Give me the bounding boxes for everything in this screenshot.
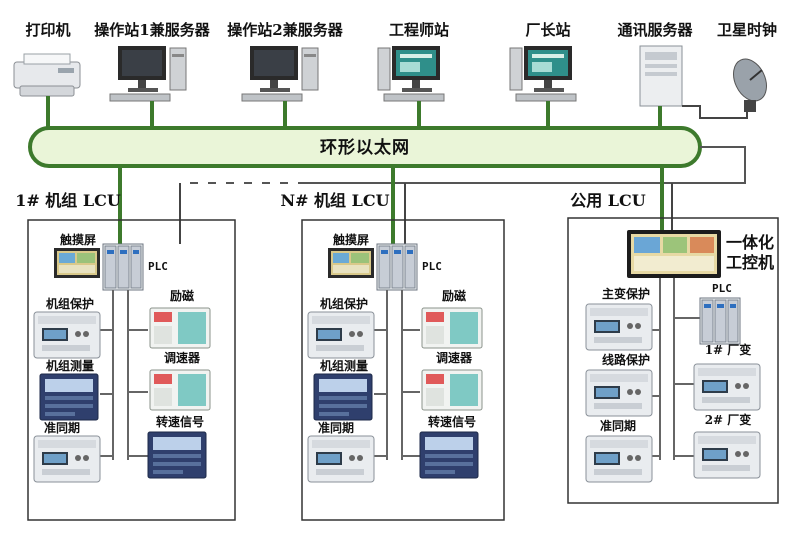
satellite-dish-icon — [733, 58, 767, 112]
public-ipc-label-2: 工控机 — [726, 253, 774, 272]
public-sync-icon — [585, 435, 653, 483]
public-lcu-panel — [567, 217, 779, 504]
clock-sync-cable — [682, 105, 748, 119]
public-left-0-label: 主变保护 — [602, 286, 650, 301]
public-station-transformer-2-icon — [693, 431, 761, 479]
manager-station-icon — [509, 45, 577, 102]
ring-return-line — [180, 146, 746, 184]
lcu1-excitation-icon — [149, 307, 211, 349]
lcu1-plc-label: PLC — [148, 260, 168, 273]
lcuN-plc-icon — [376, 243, 418, 291]
lcuN-right-1-label: 调速器 — [436, 350, 473, 365]
comm-server-icon — [639, 45, 683, 107]
ring-ethernet-label: 环形以太网 — [320, 137, 410, 158]
lcuN-governor-icon — [421, 369, 483, 411]
lcuN-plc-label: PLC — [422, 260, 442, 273]
public-right-0-label: 1# 厂变 — [705, 342, 752, 357]
lcuN-left-2-label: 准同期 — [318, 420, 354, 435]
lcuN-touchscreen-icon — [328, 248, 374, 278]
engineer-station-icon — [377, 45, 445, 102]
lcu-return-drops — [179, 183, 673, 244]
lcu1-right-0-label: 励磁 — [170, 288, 194, 303]
lcu1-touchscreen-icon — [54, 248, 100, 278]
lcuN-speed-signal-icon — [419, 431, 479, 479]
lcu1-left-2-label: 准同期 — [44, 420, 80, 435]
lcu1-unit-protection-icon — [33, 311, 101, 359]
printer-icon — [13, 53, 81, 97]
top-device-links — [46, 96, 662, 128]
lcuN-bus-lines — [374, 290, 420, 460]
lcuN-panel — [301, 219, 505, 521]
manager-station-label: 厂长站 — [525, 21, 570, 39]
lcu1-touchscreen-label: 触摸屏 — [60, 232, 96, 247]
lcu1-title: 1# 机组 LCU — [15, 191, 121, 210]
public-left-2-label: 准同期 — [600, 418, 636, 433]
lcu1-right-2-label: 转速信号 — [156, 414, 204, 429]
operator-station-1-label: 操作站1兼服务器 — [94, 21, 210, 39]
public-line-protection-icon — [585, 369, 653, 417]
operator-station-2-icon — [241, 45, 319, 102]
public-lcu-title: 公用 LCU — [570, 191, 646, 210]
lcu1-plc-icon — [102, 243, 144, 291]
public-ipc-icon — [627, 230, 721, 278]
operator-station-1-icon — [109, 45, 187, 102]
lcuN-excitation-icon — [421, 307, 483, 349]
lcuN-title: N# 机组 LCU — [280, 191, 389, 210]
lcu1-right-1-label: 调速器 — [164, 350, 201, 365]
public-station-transformer-1-icon — [693, 363, 761, 411]
lcuN-unit-measure-icon — [313, 373, 373, 421]
public-ipc-label-1: 一体化 — [726, 233, 774, 252]
lcu1-left-0-label: 机组保护 — [46, 296, 94, 311]
operator-station-2-label: 操作站2兼服务器 — [227, 21, 343, 39]
engineer-station-label: 工程师站 — [389, 21, 449, 39]
printer-label: 打印机 — [25, 21, 70, 39]
lcu1-panel — [27, 219, 236, 521]
lcu1-speed-signal-icon — [147, 431, 207, 479]
lcuN-left-1-label: 机组测量 — [320, 358, 368, 373]
lcuN-right-2-label: 转速信号 — [428, 414, 476, 429]
comm-server-label: 通讯服务器 — [617, 21, 693, 39]
lcu1-governor-icon — [149, 369, 211, 411]
satellite-clock-label: 卫星时钟 — [717, 21, 777, 39]
public-left-1-label: 线路保护 — [602, 352, 650, 367]
lcu1-sync-icon — [33, 435, 101, 483]
public-right-1-label: 2# 厂变 — [705, 412, 752, 427]
public-transformer-protection-icon — [585, 303, 653, 351]
public-bus-lines — [648, 278, 700, 460]
public-plc-label: PLC — [712, 282, 732, 295]
lcu1-left-1-label: 机组测量 — [46, 358, 94, 373]
lcu1-unit-measure-icon — [39, 373, 99, 421]
lcuN-right-0-label: 励磁 — [442, 288, 466, 303]
lcuN-sync-icon — [307, 435, 375, 483]
lcu1-bus-lines — [100, 290, 148, 460]
lcuN-unit-protection-icon — [307, 311, 375, 359]
lcuN-left-0-label: 机组保护 — [320, 296, 368, 311]
lcuN-touchscreen-label: 触摸屏 — [333, 232, 369, 247]
lcu-links — [118, 166, 664, 244]
public-plc-icon — [699, 297, 741, 345]
